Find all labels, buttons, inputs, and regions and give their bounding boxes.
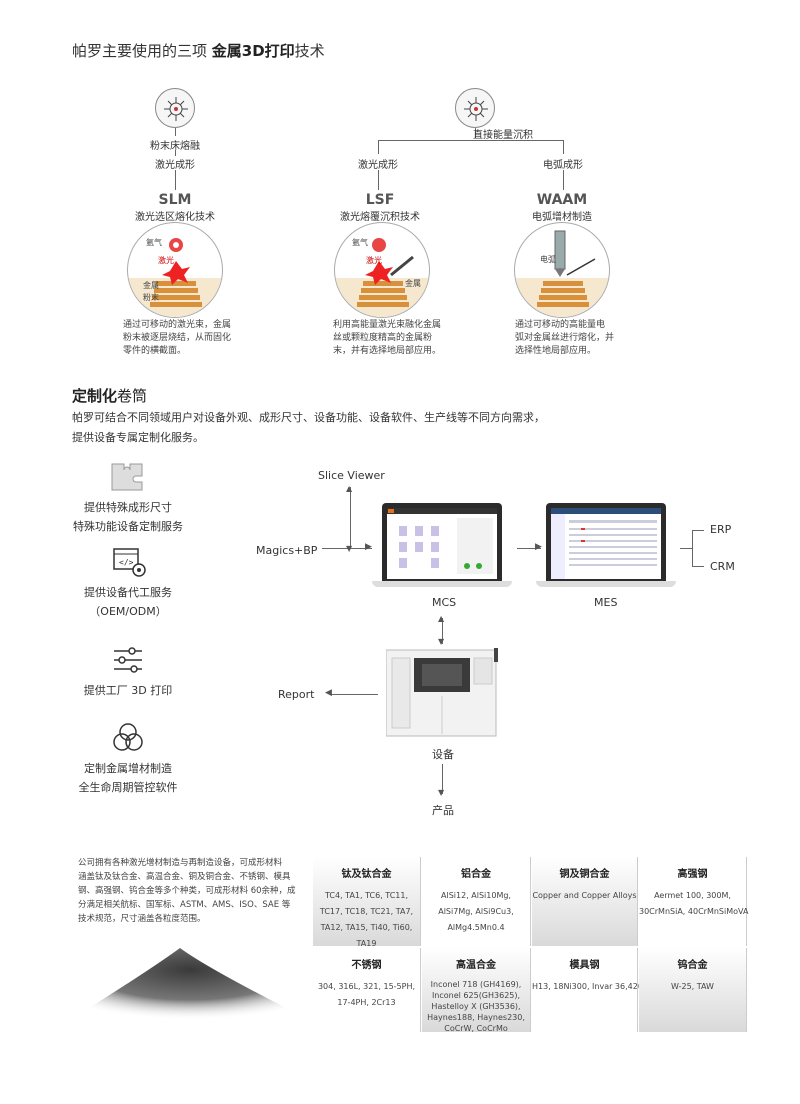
slm-label-laser: 激光 [158, 256, 174, 265]
material-cell: 高温合金 Inconel 718 (GH4169), Inconel 625(GH… [422, 948, 531, 1033]
printer-machine [385, 648, 498, 744]
puzzle-icon [110, 462, 144, 496]
service-oem: 提供设备代工服务（OEM/ODM） [84, 586, 172, 618]
arrow-icon: ▲ [438, 614, 445, 623]
desc-line-2: 提供设备专属定制化服务。 [72, 431, 204, 444]
material-list: Copper and Copper Alloys [532, 891, 637, 900]
arrow-icon: ▶ [365, 542, 372, 552]
material-list: Aermet 100, 300M, 30CrMnSiA, 40CrMnSiMoV… [639, 891, 749, 916]
waam-illustration [514, 222, 610, 318]
material-title: 钨合金 [677, 960, 708, 971]
lsf-label-metal: 金属 [405, 279, 421, 288]
laser-icon [155, 88, 195, 128]
tech-name-lsf: 激光熔覆沉积技术 [340, 212, 420, 223]
section-description: 帕罗可结合不同领域用户对设备外观、成形尺寸、设备功能、设备软件、生产线等不同方向… [72, 408, 545, 448]
lsf-illustration [334, 222, 430, 318]
tech-name-slm: 激光选区熔化技术 [135, 212, 215, 223]
material-cell: 不锈钢 304, 316L, 321, 15-5PH, 17-4PH, 2Cr13 [313, 948, 421, 1032]
material-title: 钛及钛合金 [341, 869, 392, 880]
page-title: 帕罗主要使用的三项 金属3D打印技术 [72, 42, 325, 60]
material-list: H13, 18Ni300, Invar 36,420 [532, 982, 643, 991]
material-title: 高温合金 [456, 960, 496, 971]
tree-right-left: 激光成形 [358, 160, 398, 171]
mes-screen [546, 503, 666, 581]
tree-left-top: 粉末床熔融 [150, 141, 200, 152]
material-title: 不锈钢 [351, 960, 382, 971]
material-title: 高强钢 [677, 869, 708, 880]
material-title: 铝合金 [461, 869, 491, 880]
device-label: 设备 [432, 748, 454, 761]
code-gear-icon: </> [112, 547, 148, 583]
report-label: Report [278, 688, 315, 701]
slm-description: 通过可移动的激光束，金属 粉末被逐层烧结，从而固化 零件的横截面。 [123, 320, 232, 356]
service-factory-print: 提供工厂 3D 打印 [83, 684, 173, 697]
material-cell: 钨合金 W-25, TAW [639, 948, 747, 1032]
material-list: W-25, TAW [671, 982, 714, 991]
arrow-icon: ▼ [346, 544, 353, 553]
slice-viewer-label: Slice Viewer [318, 469, 385, 482]
materials-intro: 公司拥有各种激光增材制造与再制造设备，可成形材料 涵盖钛及钛合金、高温合金、铜及… [78, 858, 296, 924]
mes-label: MES [594, 596, 618, 609]
waam-label-arc: 电弧 [540, 255, 556, 264]
arrow-icon: ◀ [325, 688, 332, 698]
arrow-icon: ▶ [535, 542, 542, 552]
crm-label: CRM [710, 560, 735, 573]
tree-right-right: 电弧成形 [543, 160, 583, 171]
tech-code-slm: SLM [158, 192, 192, 208]
material-list: 304, 316L, 321, 15-5PH, 17-4PH, 2Cr13 [317, 982, 416, 1007]
material-cell: 模具钢 H13, 18Ni300, Invar 36,420 [532, 948, 643, 1032]
tech-code-waam: WAAM [536, 192, 588, 208]
material-cell: 铝合金 AlSi12, AlSi10Mg, AlSi7Mg, AlSi9Cu3, … [422, 857, 531, 946]
svg-text:</>: </> [119, 558, 134, 567]
arrow-icon: ▼ [438, 788, 445, 797]
slm-label-powder: 金属 粉末 [143, 281, 159, 302]
material-cell: 高强钢 Aermet 100, 300M, 30CrMnSiA, 40CrMnSi… [639, 857, 749, 946]
material-list: Inconel 718 (GH4169), Inconel 625(GH3625… [427, 980, 525, 1033]
arrow-icon: ▼ [438, 637, 445, 646]
material-list: AlSi12, AlSi10Mg, AlSi7Mg, AlSi9Cu3, AlM… [438, 891, 514, 932]
product-label: 产品 [432, 804, 454, 817]
laser-icon [455, 88, 495, 128]
material-cell: 钛及钛合金 TC4, TA1, TC6, TC11, TC17, TC18, TC… [313, 857, 421, 948]
circles-icon [112, 722, 144, 756]
lsf-label-laser: 激光 [366, 256, 382, 265]
service-lifecycle-software: 定制金属增材制造全生命周期管控软件 [78, 762, 178, 794]
desc-line-1: 帕罗可结合不同领域用户对设备外观、成形尺寸、设备功能、设备软件、生产线等不同方向… [72, 411, 545, 424]
tree-right-top: 直接能量沉积 [473, 130, 533, 141]
mcs-screen [382, 503, 502, 581]
material-title: 铜及铜合金 [559, 869, 610, 880]
tree-left-mid: 激光成形 [155, 160, 195, 171]
lsf-label-argon: 氩气 [352, 238, 368, 247]
material-title: 模具钢 [569, 960, 600, 971]
mcs-label: MCS [432, 596, 457, 609]
service-custom-size: 提供特殊成形尺寸特殊功能设备定制服务 [73, 501, 183, 533]
waam-description: 通过可移动的高能量电 弧对金属丝进行熔化，并 选择性地局部应用。 [515, 320, 615, 356]
metal-powder-image [70, 940, 310, 1030]
mcs-base [372, 581, 512, 587]
slm-illustration [127, 222, 223, 318]
magics-label: Magics+BP [256, 544, 318, 557]
lsf-description: 利用高能量激光束融化金属 丝或颗粒度精高的金属粉 末，并有选择地局部应用。 [333, 320, 442, 356]
slm-label-argon: 氩气 [146, 238, 162, 247]
tech-code-lsf: LSF [365, 192, 395, 208]
material-list: TC4, TA1, TC6, TC11, TC17, TC18, TC21, T… [319, 891, 414, 948]
material-cell: 铜及铜合金 Copper and Copper Alloys [532, 857, 638, 946]
erp-label: ERP [710, 523, 732, 536]
section-title: 定制化卷筒 [72, 387, 148, 405]
tech-name-waam: 电弧增材制造 [532, 212, 592, 223]
mes-base [536, 581, 676, 587]
sliders-icon [112, 645, 144, 679]
arrow-icon: ▲ [346, 484, 353, 493]
